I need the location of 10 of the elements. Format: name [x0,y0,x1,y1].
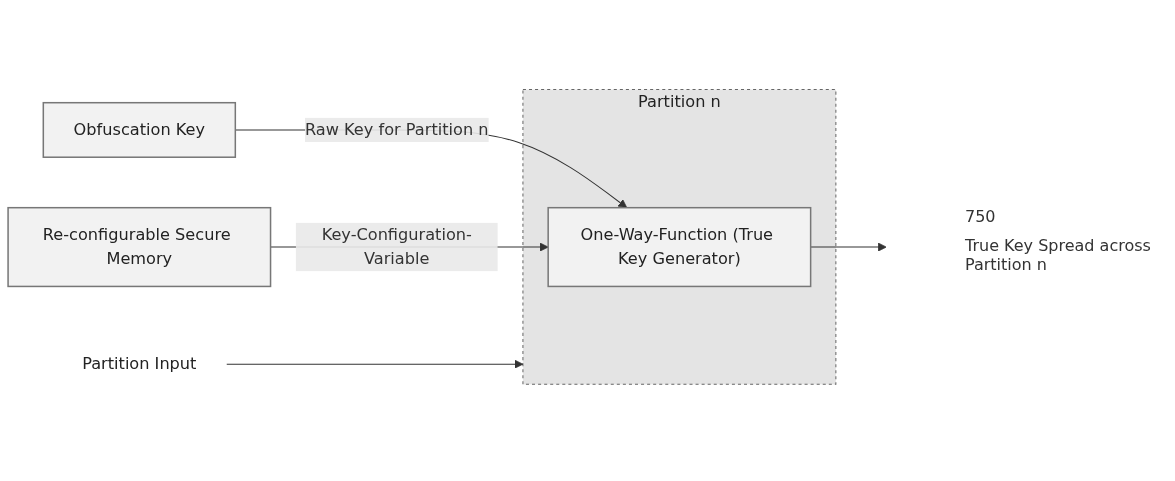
edge-label: Key-Configuration-Variable [321,224,472,269]
arrow [810,242,887,252]
node-text: Partition Input [82,354,197,374]
node-box: Re-configurable Secure Memory [7,206,272,288]
node-box: Obfuscation Key [42,101,237,158]
note-label: True Key Spread across Partition n [965,236,1152,274]
note-label: 750 [965,207,997,226]
edge-label: Raw Key for Partition n [304,119,489,140]
node-box: One-Way-Function (True Key Generator) [547,206,812,288]
arrow [226,359,524,369]
